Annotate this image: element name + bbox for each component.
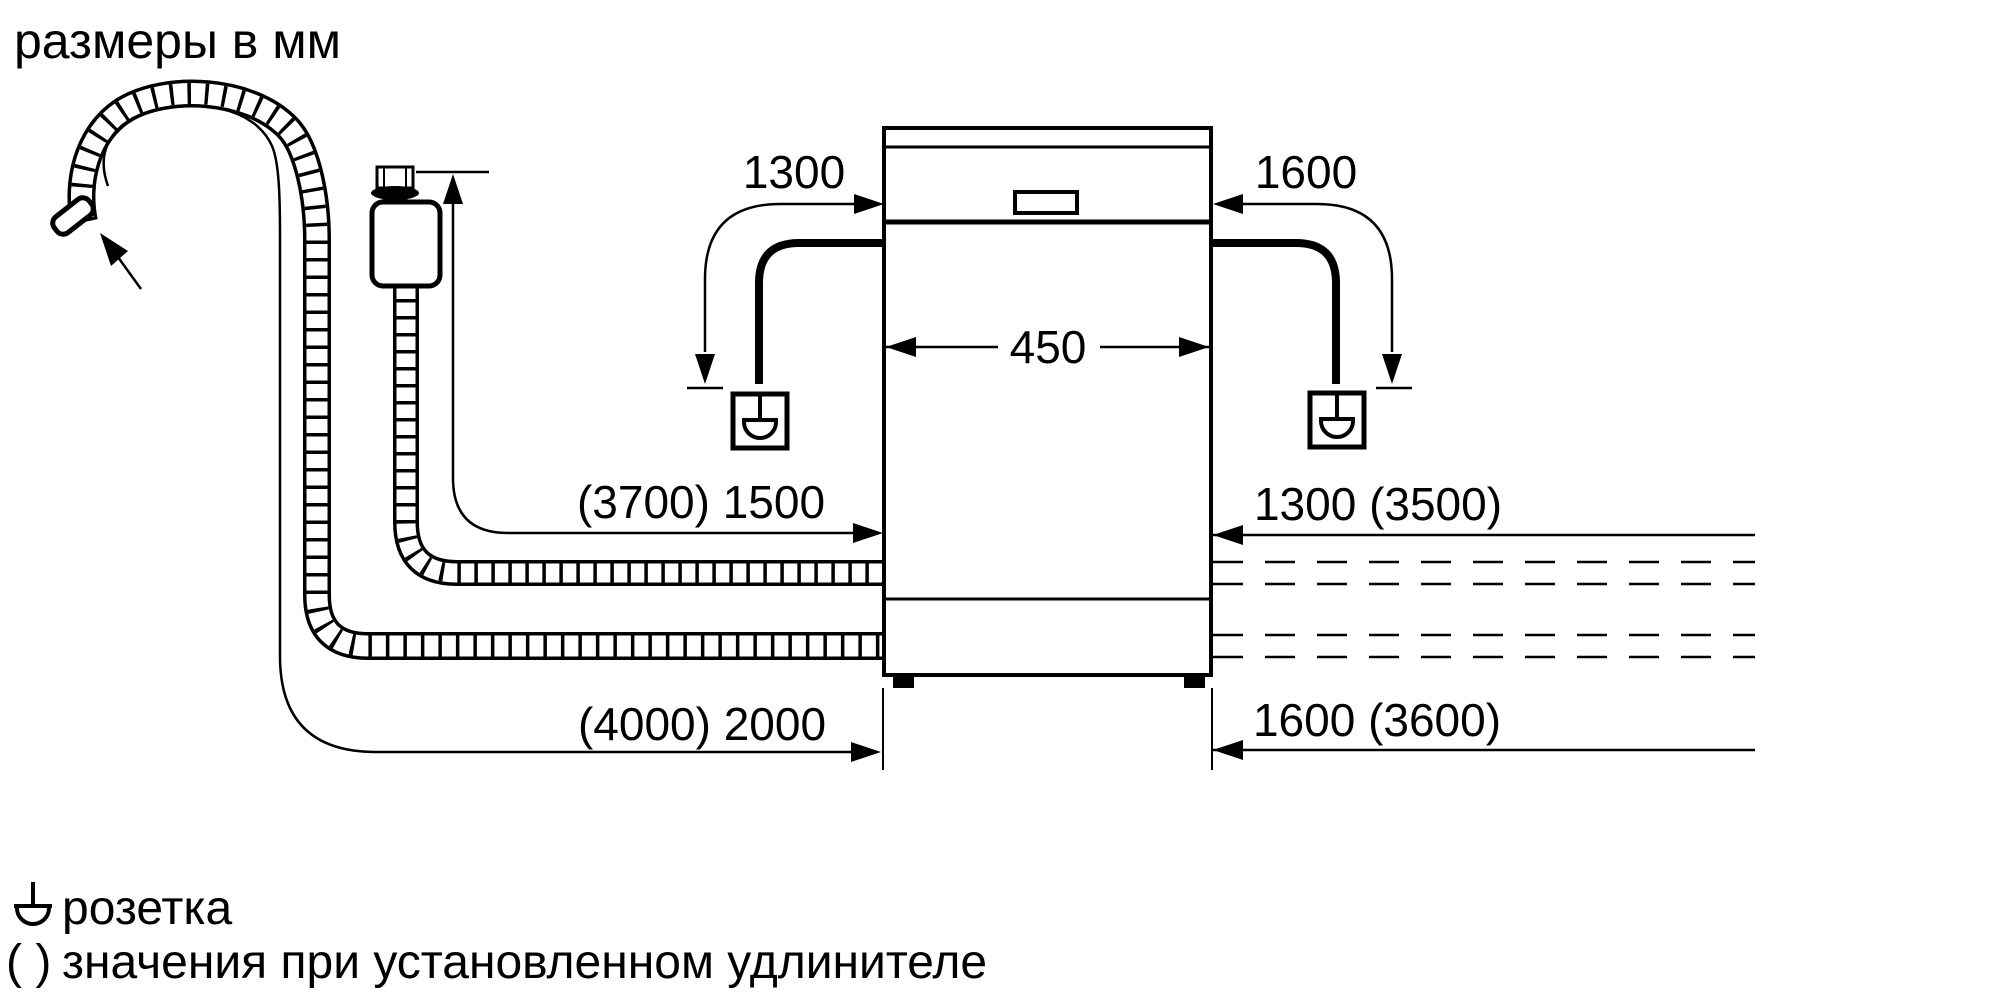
dim-power-cord-right-arrow-down [1382,354,1402,384]
dim-drain-right-arrow-left [1213,740,1243,760]
drain-hose [50,79,890,660]
dim-supply-right: 1300 (3500) [1213,478,1755,545]
legend-socket-row: розетка [14,882,232,935]
dim-width-label: 450 [1010,321,1087,373]
socket-right [1307,390,1367,450]
supply-hose-body [396,282,890,583]
dim-width-arrow-right [1179,337,1209,357]
socket-left-icon [742,394,778,440]
dim-power-cord-right-label: 1600 [1255,146,1357,198]
dim-appliance-width: 450 [886,321,1209,373]
legend-parentheses-row: ( ) значения при установленном удлинител… [6,936,987,989]
page-title: размеры в мм [14,13,341,69]
valve-gasket [371,186,419,200]
dishwasher [882,126,1213,688]
dim-power-cord-right-arrow-left [1213,194,1243,214]
drain-hose-end-cap [50,195,96,237]
power-cable-right [1205,239,1340,384]
dim-power-cord-right: 1600 [1213,146,1412,390]
dim-width-arrow-left [886,337,916,357]
dim-power-cord-left-arrow-right [854,194,884,214]
dim-drain-right-label: 1600 (3600) [1253,694,1501,746]
dim-drain-arrow-right [851,742,881,762]
dim-supply-right-arrow-left [1213,525,1243,545]
dishwasher-foot-left [893,675,914,688]
legend: розетка ( ) значения при установленном у… [6,882,987,989]
dishwasher-outline [882,126,1213,677]
power-cable-left [755,239,890,384]
dishwasher-handle [1013,190,1079,215]
dim-supply-arrow-up [443,174,463,204]
dim-supply-hose: (3700) 1500 [416,170,883,543]
dim-supply-label: (3700) 1500 [577,476,825,528]
socket-legend-icon [14,882,52,926]
drain-outlet-arrowhead [100,233,128,266]
drain-hose-corrugation [71,83,890,657]
hose-continuation-dashed [1213,560,1755,659]
dim-drain-line [102,104,853,754]
dim-power-cord-right-line [1241,202,1394,352]
dim-power-cord-left-arrow-down [695,354,715,384]
socket-right-icon [1319,393,1355,439]
dim-drain-right: 1600 (3600) [1213,694,1755,760]
legend-socket-label: розетка [62,882,232,935]
dim-supply-arrow-right [853,523,883,543]
dim-supply-right-label: 1300 (3500) [1254,478,1502,530]
dim-power-cord-left: 1300 [687,146,884,390]
dim-drain-hose: (4000) 2000 [102,104,881,762]
parentheses-symbol: ( ) [6,936,51,989]
dim-power-cord-left-line [703,202,856,352]
valve-cap [375,165,415,190]
power-cables [755,239,1340,384]
supply-hose-outline [393,282,890,586]
supply-hose-corrugation [396,282,890,583]
socket-left [730,391,790,451]
aquastop-valve [369,165,443,289]
dim-supply-line [451,203,855,535]
supply-hose [393,282,890,586]
dim-power-cord-left-label: 1300 [743,146,845,198]
dim-drain-label: (4000) 2000 [578,698,826,750]
dishwasher-foot-right [1184,675,1205,688]
legend-parentheses-label: значения при установленном удлинителе [62,936,987,989]
valve-box [369,199,443,289]
